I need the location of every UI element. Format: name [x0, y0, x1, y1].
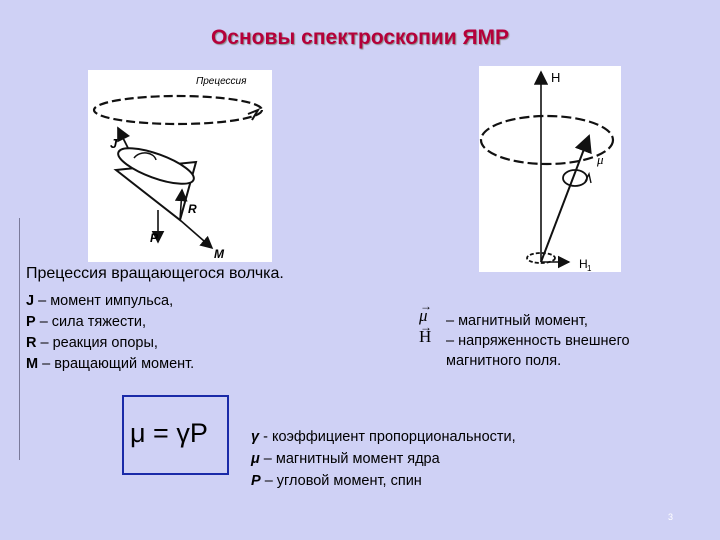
- spinning-top-figure: Прецессия J R P M: [88, 70, 272, 262]
- label-J: J: [110, 136, 118, 151]
- legend-item-P-spin: P – угловой момент, спин: [251, 470, 516, 492]
- H-vector-symbol: H: [419, 327, 432, 346]
- legend-item-M: M – вращающий момент.: [26, 354, 194, 375]
- magnetic-moment-figure: H μ H 1: [479, 66, 621, 273]
- legend-item-P: P – сила тяжести,: [26, 312, 194, 333]
- legend-text: - коэффициент пропорциональности,: [259, 429, 516, 445]
- label-R: R: [188, 202, 197, 216]
- formula: μ = γP: [130, 418, 208, 448]
- mu-vector-symbol: μ: [419, 306, 428, 325]
- legend-left: J – момент импульса, P – сила тяжести, R…: [26, 291, 194, 375]
- legend-text: – момент импульса,: [34, 293, 174, 309]
- label-P: P: [150, 231, 159, 245]
- legend-symbol: R: [26, 335, 37, 351]
- legend-text: – угловой момент, спин: [260, 473, 422, 489]
- legend-symbol: P: [251, 473, 261, 489]
- legend-text: – магнитный момент ядра: [259, 451, 440, 467]
- legend-symbol: γ: [251, 429, 260, 445]
- label-mu: μ: [596, 152, 604, 167]
- label-precession: Прецессия: [196, 76, 247, 87]
- legend-right-line2: – напряженность внешнего: [446, 333, 630, 349]
- label-M: M: [214, 247, 225, 261]
- label-H1-subscript: 1: [587, 264, 592, 272]
- label-H: H: [551, 70, 560, 85]
- slide-title: Основы спектроскопии ЯМР: [210, 26, 510, 49]
- vector-symbols: → μ → H: [419, 299, 432, 346]
- legend-symbol: P: [26, 314, 36, 330]
- label-H1: H: [579, 257, 588, 271]
- legend-text: – вращающий момент.: [38, 356, 195, 372]
- page-number: 3: [668, 512, 674, 522]
- legend-text: – сила тяжести,: [35, 314, 146, 330]
- legend-item-J: J – момент импульса,: [26, 291, 194, 312]
- figure-caption: Прецессия вращающегося волчка.: [26, 265, 284, 282]
- formula-box: [122, 395, 229, 475]
- left-divider-line: [19, 218, 20, 460]
- legend-right: – магнитный момент, – напряженность внеш…: [446, 311, 630, 371]
- legend-symbol: J: [26, 293, 35, 309]
- legend-right-line1: – магнитный момент,: [446, 313, 588, 329]
- legend-item-R: R – реакция опоры,: [26, 333, 194, 354]
- legend-symbol: M: [26, 356, 39, 372]
- legend-right-line3: магнитного поля.: [446, 353, 562, 369]
- legend-bottom: γ - коэффициент пропорциональности, μ – …: [251, 426, 516, 492]
- legend-item-gamma: γ - коэффициент пропорциональности,: [251, 426, 516, 448]
- legend-symbol: μ: [251, 451, 260, 467]
- legend-item-mu: μ – магнитный момент ядра: [251, 448, 516, 470]
- legend-text: – реакция опоры,: [36, 335, 158, 351]
